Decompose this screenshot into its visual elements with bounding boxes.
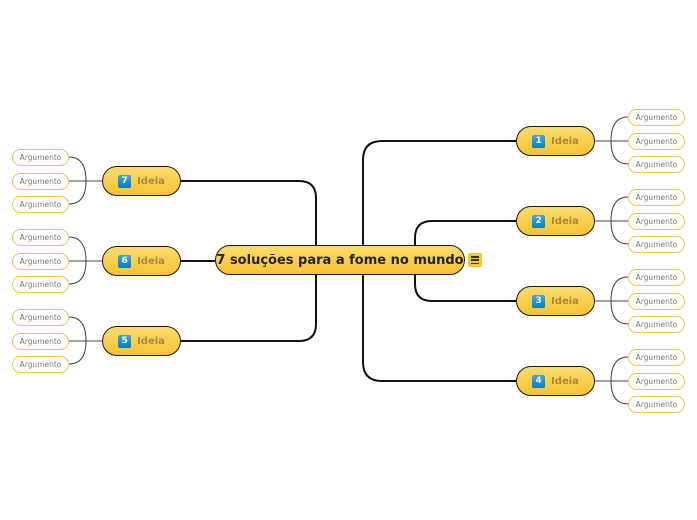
argument-node[interactable]: Argumento xyxy=(628,269,685,286)
argument-node[interactable]: Argumento xyxy=(12,276,69,293)
idea-node-4[interactable]: 4 Ideia xyxy=(516,366,595,396)
idea-node-5[interactable]: 5 Ideia xyxy=(102,326,181,356)
argument-node[interactable]: Argumento xyxy=(628,293,685,310)
argument-node[interactable]: Argumento xyxy=(628,396,685,413)
argument-node[interactable]: Argumento xyxy=(628,189,685,206)
menu-icon[interactable] xyxy=(468,253,482,267)
argument-node[interactable]: Argumento xyxy=(12,253,69,270)
argument-node[interactable]: Argumento xyxy=(628,213,685,230)
idea-node-7[interactable]: 7 Ideia xyxy=(102,166,181,196)
central-topic-title: 7 soluções para a fome no mundo xyxy=(216,252,464,268)
argument-node[interactable]: Argumento xyxy=(628,133,685,150)
argument-node[interactable]: Argumento xyxy=(628,373,685,390)
idea-label: Ideia xyxy=(551,215,579,227)
idea-label: Ideia xyxy=(551,295,579,307)
number-badge-icon: 3 xyxy=(532,294,546,308)
number-badge-icon: 4 xyxy=(532,374,546,388)
argument-node[interactable]: Argumento xyxy=(12,196,69,213)
argument-node[interactable]: Argumento xyxy=(628,156,685,173)
idea-node-6[interactable]: 6 Ideia xyxy=(102,246,181,276)
idea-label: Ideia xyxy=(137,255,165,267)
argument-node[interactable]: Argumento xyxy=(12,356,69,373)
idea-node-1[interactable]: 1 Ideia xyxy=(516,126,595,156)
idea-node-2[interactable]: 2 Ideia xyxy=(516,206,595,236)
idea-label: Ideia xyxy=(551,135,579,147)
argument-node[interactable]: Argumento xyxy=(628,349,685,366)
argument-node[interactable]: Argumento xyxy=(12,309,69,326)
idea-label: Ideia xyxy=(551,375,579,387)
idea-label: Ideia xyxy=(137,335,165,347)
argument-node[interactable]: Argumento xyxy=(12,149,69,166)
central-topic[interactable]: 7 soluções para a fome no mundo xyxy=(215,245,465,275)
argument-node[interactable]: Argumento xyxy=(12,229,69,246)
number-badge-icon: 7 xyxy=(118,174,132,188)
argument-node[interactable]: Argumento xyxy=(628,316,685,333)
number-badge-icon: 1 xyxy=(532,134,546,148)
idea-label: Ideia xyxy=(137,175,165,187)
argument-node[interactable]: Argumento xyxy=(12,173,69,190)
argument-node[interactable]: Argumento xyxy=(628,236,685,253)
idea-node-3[interactable]: 3 Ideia xyxy=(516,286,595,316)
argument-node[interactable]: Argumento xyxy=(12,333,69,350)
argument-node[interactable]: Argumento xyxy=(628,109,685,126)
number-badge-icon: 5 xyxy=(118,334,132,348)
number-badge-icon: 2 xyxy=(532,214,546,228)
number-badge-icon: 6 xyxy=(118,254,132,268)
